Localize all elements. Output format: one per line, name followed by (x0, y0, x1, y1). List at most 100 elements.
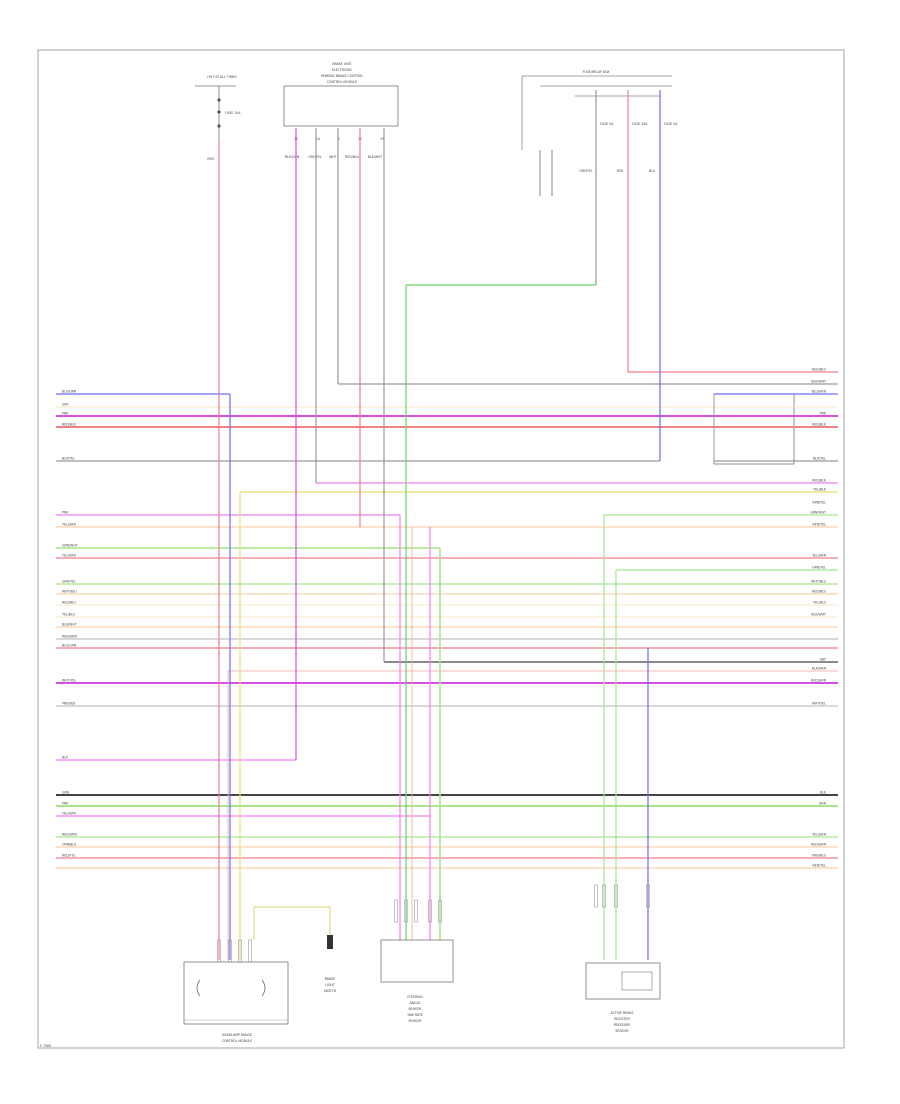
module-wire-label: BLK/GRN (285, 155, 300, 159)
component-label: PRESSURE (614, 1023, 631, 1027)
wire-label: PNK (62, 511, 69, 515)
wire-label: GRN/YEL (812, 566, 826, 570)
ground-symbol-icon (261, 979, 266, 997)
component-label: SENSOR (615, 1029, 629, 1033)
wire-label: BLK (820, 791, 827, 795)
wire-label: BLK/GRN (812, 667, 827, 671)
steering-angle-sensor: STEERING ANGLE SENSOR YAW RATE SENSOR (380, 939, 454, 1023)
component-label: ACTIVE BRAKE (610, 1011, 633, 1015)
wire-label: RED/BLU (62, 601, 77, 605)
fuse-relay-box: FUSE/RELAY BOX FUSE 5A FUSE 10A FUSE 5A … (521, 70, 678, 196)
wire-label: RED/YEL (813, 523, 827, 527)
fuse-block-title: HOT AT ALL TIMES (207, 75, 236, 79)
component-label: BRAKE (325, 977, 336, 981)
wire-label: BLU/GRN (62, 644, 77, 648)
wire-label: GRN/YEL (812, 501, 826, 505)
wire-label: WHT/BLU (62, 590, 77, 594)
wire-label: RED/BLU (812, 368, 827, 372)
module-pin: 24 (316, 137, 320, 141)
wire-label: BLK/WHT (811, 380, 826, 384)
module-wire-label: WHT (329, 155, 337, 159)
wire-label: RED/YEL (813, 864, 827, 868)
component-label: SENSOR (408, 1019, 422, 1023)
diagram-frame (37, 49, 845, 1049)
module-pin: 1 (338, 137, 340, 141)
connector-pin (404, 899, 408, 923)
fuse-relay-box-title: FUSE/RELAY BOX (583, 70, 611, 74)
fuse-wire-label: BLU (649, 169, 656, 173)
wire-label: PNK (820, 412, 827, 416)
wire-label: PNK (62, 802, 69, 806)
fuse-label: FUSE 5A (600, 122, 614, 126)
wire-label: BLK (62, 756, 69, 760)
wire-label: BLK/WHT (62, 623, 77, 627)
ground-symbol-icon (196, 979, 201, 997)
brake-light-switch: BRAKE LIGHT SWITCH (253, 906, 337, 993)
wire-label: RED/GRN (811, 843, 826, 847)
wire-label: YEL/GRN (62, 812, 76, 816)
wire-label: GRY (820, 658, 826, 662)
headlamp-range-control-module: HEADLAMP RANGE CONTROL MODULE (183, 961, 289, 1043)
wire-label: BLU/GRN (812, 390, 827, 394)
component-box (380, 939, 454, 983)
component-box (183, 961, 289, 1025)
module-title-line: BRAKE UNIT (332, 62, 351, 66)
connector-pin (428, 899, 432, 923)
module-pin: 19 (380, 137, 384, 141)
connector-pin (438, 899, 442, 923)
connector-pin (394, 899, 398, 923)
module-title-line: PARKING BRAKE CONTROL (321, 74, 363, 78)
wire-label: GRN (62, 791, 70, 795)
module-title-line: CONTROL MODULE (327, 80, 357, 84)
wire-label: WHT/BLU (811, 580, 826, 584)
connector-pin (248, 939, 252, 963)
wire-label: GRN (819, 802, 827, 806)
fuse-block: HOT AT ALL TIMES FUSE 10A RED (195, 75, 241, 161)
wire-label: YEL/BLU (813, 601, 827, 605)
sensor-element-icon (621, 971, 653, 991)
component-label: YAW RATE (407, 1013, 423, 1017)
fuse-label: FUSE 10A (225, 111, 241, 115)
fuse-icon (217, 98, 221, 102)
wire-label: YEL/BLK (813, 488, 827, 492)
connector-pin (614, 884, 618, 908)
connector-pin (646, 884, 650, 908)
connector-box (713, 393, 795, 465)
component-box (585, 962, 661, 1000)
component-label: LIGHT (325, 983, 335, 987)
wire-label: RED/GRN (62, 833, 77, 837)
wire-label: ORN/BLU (812, 854, 827, 858)
wire-label: BLK/YEL (62, 457, 75, 461)
module-title-line: ELECTRONIC (332, 68, 353, 72)
component-label: STEERING (407, 995, 424, 999)
wire-label: WHT/YEL (812, 702, 827, 706)
module-box (283, 85, 399, 127)
wire-label: GRN/YEL (62, 580, 76, 584)
wire-label: RED/BLK (62, 423, 77, 427)
wire-label: YEL/GRN (812, 833, 826, 837)
fuse-icon (217, 110, 221, 114)
connector-pin (414, 899, 418, 923)
wire-group: BLU/GRN GRY PNK RED/BLK BLK/YEL PNK YEL/GRN GRN… (56, 90, 838, 963)
wire-label: ORN/BLU (62, 843, 77, 847)
wire-label: RED/GRN (811, 679, 826, 683)
connector-pin (602, 884, 606, 908)
active-brake-booster-sensor: ACTIVE BRAKE BOOSTER PRESSURE SENSOR (585, 962, 661, 1033)
switch-icon (327, 935, 333, 949)
wire-label: YEL/GRN (62, 554, 76, 558)
wire-label: RED/YEL (62, 854, 76, 858)
wire-label: PNK/BLK (62, 702, 76, 706)
module-wire-label: BLK/WHT (368, 155, 383, 159)
wire-label: YEL/BLU (62, 613, 76, 617)
brake-control-module: BRAKE UNIT ELECTRONIC PARKING BRAKE CONT… (283, 62, 399, 159)
module-wire-label: RED/BLU (345, 155, 360, 159)
wire-label: GRN/WHT (810, 511, 826, 515)
wire-label: GRY (62, 403, 68, 407)
component-label: BOOSTER (614, 1017, 630, 1021)
component-label: CONTROL MODULE (222, 1039, 252, 1043)
wire-label: RED/BLK (812, 423, 827, 427)
fuse-label: FUSE 10A (632, 122, 648, 126)
wire-label: WHT/YEL (62, 679, 77, 683)
